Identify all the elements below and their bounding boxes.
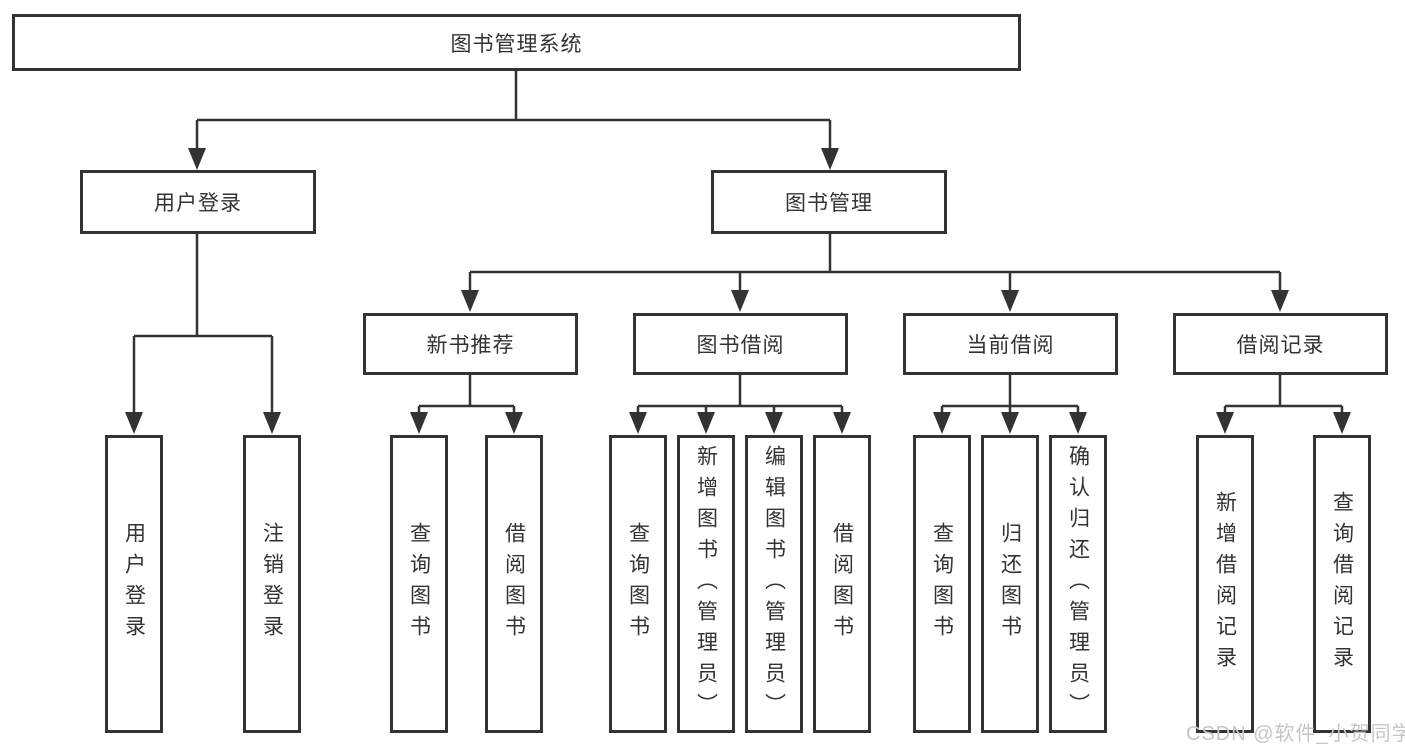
leaf-user-login-label: 用户登录 <box>122 522 146 646</box>
leaf-confirm-return-admin: 确认归还（管理员） <box>1049 435 1107 733</box>
leaf-query-books-borrow-label: 查询图书 <box>626 522 650 646</box>
node-new-book-recommend: 新书推荐 <box>363 313 578 375</box>
leaf-add-borrow-record-label: 新增借阅记录 <box>1213 491 1237 677</box>
leaf-query-borrow-record-label: 查询借阅记录 <box>1330 491 1354 677</box>
node-book-management: 图书管理 <box>711 170 947 234</box>
leaf-borrow-books-recommend-label: 借阅图书 <box>502 522 526 646</box>
connector-new-book-recommend-children <box>410 375 523 434</box>
node-user-login: 用户登录 <box>80 170 316 234</box>
connector-book-management-children <box>461 234 1289 312</box>
leaf-query-borrow-record: 查询借阅记录 <box>1313 435 1371 733</box>
node-borrow-records: 借阅记录 <box>1173 313 1388 375</box>
connector-borrow-records-children <box>1216 375 1351 434</box>
node-current-borrow: 当前借阅 <box>903 313 1118 375</box>
node-user-login-label: 用户登录 <box>154 192 242 215</box>
connector-user-login-children <box>125 234 281 434</box>
node-book-borrow: 图书借阅 <box>633 313 848 375</box>
leaf-add-book-admin-label: 新增图书（管理员） <box>694 444 718 724</box>
connector-current-borrow-children <box>933 375 1087 434</box>
leaf-add-book-admin: 新增图书（管理员） <box>677 435 735 733</box>
node-borrow-records-label: 借阅记录 <box>1236 334 1325 357</box>
leaf-query-books-current-label: 查询图书 <box>930 522 954 646</box>
csdn-watermark: CSDN @软件_小贺同学 <box>1186 723 1405 745</box>
leaf-edit-book-admin-label: 编辑图书（管理员） <box>762 444 786 724</box>
leaf-query-books-current: 查询图书 <box>913 435 971 733</box>
node-book-borrow-label: 图书借阅 <box>696 334 785 357</box>
leaf-logout-label: 注销登录 <box>260 522 284 646</box>
leaf-query-books-borrow: 查询图书 <box>609 435 667 733</box>
leaf-borrow-books-borrow-label: 借阅图书 <box>830 522 854 646</box>
leaf-return-book: 归还图书 <box>981 435 1039 733</box>
leaf-edit-book-admin: 编辑图书（管理员） <box>745 435 803 733</box>
leaf-user-login: 用户登录 <box>105 435 163 733</box>
leaf-query-books-recommend-label: 查询图书 <box>407 522 431 646</box>
node-root-label: 图书管理系统 <box>450 32 583 56</box>
leaf-query-books-recommend: 查询图书 <box>390 435 448 733</box>
leaf-borrow-books-borrow: 借阅图书 <box>813 435 871 733</box>
connector-book-borrow-children <box>629 375 851 434</box>
node-book-management-label: 图书管理 <box>785 192 873 215</box>
node-root: 图书管理系统 <box>12 14 1021 71</box>
node-new-book-recommend-label: 新书推荐 <box>426 334 515 357</box>
leaf-borrow-books-recommend: 借阅图书 <box>485 435 543 733</box>
leaf-add-borrow-record: 新增借阅记录 <box>1196 435 1254 733</box>
leaf-confirm-return-admin-label: 确认归还（管理员） <box>1066 444 1090 724</box>
connector-root-to-level2 <box>188 71 839 170</box>
leaf-return-book-label: 归还图书 <box>998 522 1022 646</box>
leaf-logout: 注销登录 <box>243 435 301 733</box>
node-current-borrow-label: 当前借阅 <box>966 334 1055 357</box>
